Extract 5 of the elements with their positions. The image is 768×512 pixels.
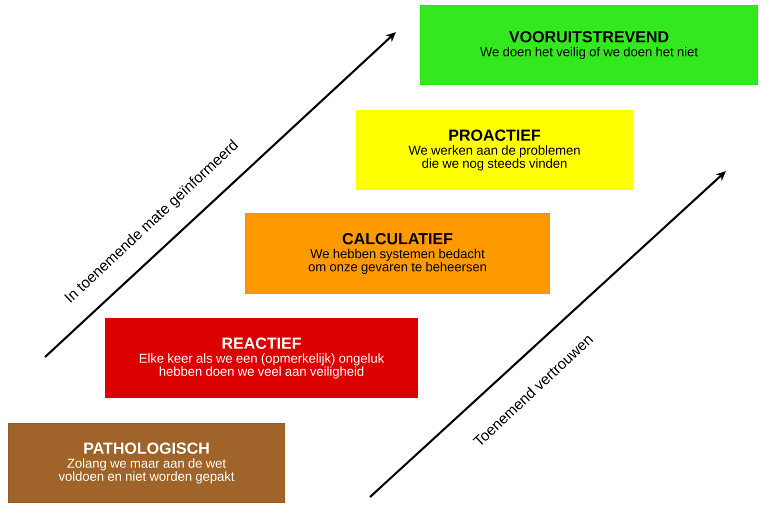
level-box: CALCULATIEF We hebben systemen bedacht om onze gevaren te beheersen <box>245 213 550 294</box>
level-box: VOORUITSTREVEND We doen het veilig of we doen het niet <box>420 5 758 85</box>
level-box: PROACTIEF We werken aan de problemen die we nog steeds vinden <box>356 110 633 190</box>
level-box: REACTIEF Elke keer als we een (opmerkelijk) ongeluk hebben doen we veel aan veiligheid <box>105 318 418 398</box>
level-box: PATHOLOGISCH Zolang we maar aan de wet voldoen en niet worden gepakt <box>8 423 285 503</box>
